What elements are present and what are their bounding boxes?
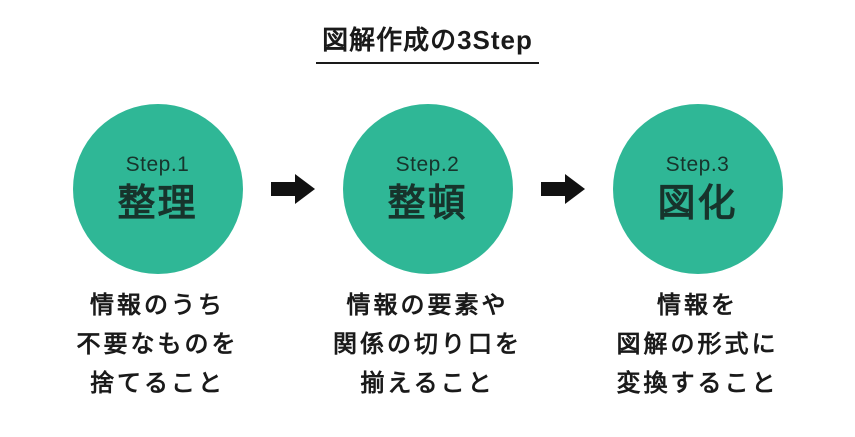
steps-row: Step.1 整理 情報のうち 不要なものを 捨てること Step.2 整頓 情… <box>0 104 855 403</box>
step-2-circle: Step.2 整頓 <box>342 104 513 274</box>
step-1-circle: Step.1 整理 <box>72 104 243 274</box>
step-3-name: 図化 <box>657 182 738 225</box>
description-line: 情報を <box>657 292 738 319</box>
arrow-bar <box>540 182 565 196</box>
arrow-right-icon <box>268 174 318 204</box>
description-line: 図解の形式に <box>616 331 779 358</box>
step-1-label: Step.1 <box>125 152 190 176</box>
description-line: 情報のうち <box>90 292 225 319</box>
step-column-3: Step.3 図化 情報を 図解の形式に 変換すること <box>588 104 808 403</box>
arrow-head <box>564 174 585 204</box>
arrow-head <box>294 174 315 204</box>
description-line: 情報の要素や <box>346 292 509 319</box>
step-1-description: 情報のうち 不要なものを 捨てること <box>77 286 239 403</box>
description-line: 不要なものを <box>76 331 239 358</box>
step-2-description: 情報の要素や 関係の切り口を 揃えること <box>333 286 522 403</box>
step-1-name: 整理 <box>117 182 198 225</box>
step-column-1: Step.1 整理 情報のうち 不要なものを 捨てること <box>48 104 268 403</box>
diagram-title: 図解作成の3Step <box>316 20 539 64</box>
description-line: 揃えること <box>360 370 495 397</box>
description-line: 捨てること <box>90 370 225 397</box>
title-wrap: 図解作成の3Step <box>0 0 855 64</box>
step-3-circle: Step.3 図化 <box>612 104 783 274</box>
description-line: 変換すること <box>616 370 779 397</box>
description-line: 関係の切り口を <box>333 331 522 358</box>
step-column-2: Step.2 整頓 情報の要素や 関係の切り口を 揃えること <box>318 104 538 403</box>
step-3-description: 情報を 図解の形式に 変換すること <box>617 286 779 403</box>
arrow-bar <box>270 182 295 196</box>
step-2-label: Step.2 <box>395 152 460 176</box>
step-2-name: 整頓 <box>387 182 468 225</box>
arrow-right-icon <box>538 174 588 204</box>
step-3-label: Step.3 <box>665 152 730 176</box>
